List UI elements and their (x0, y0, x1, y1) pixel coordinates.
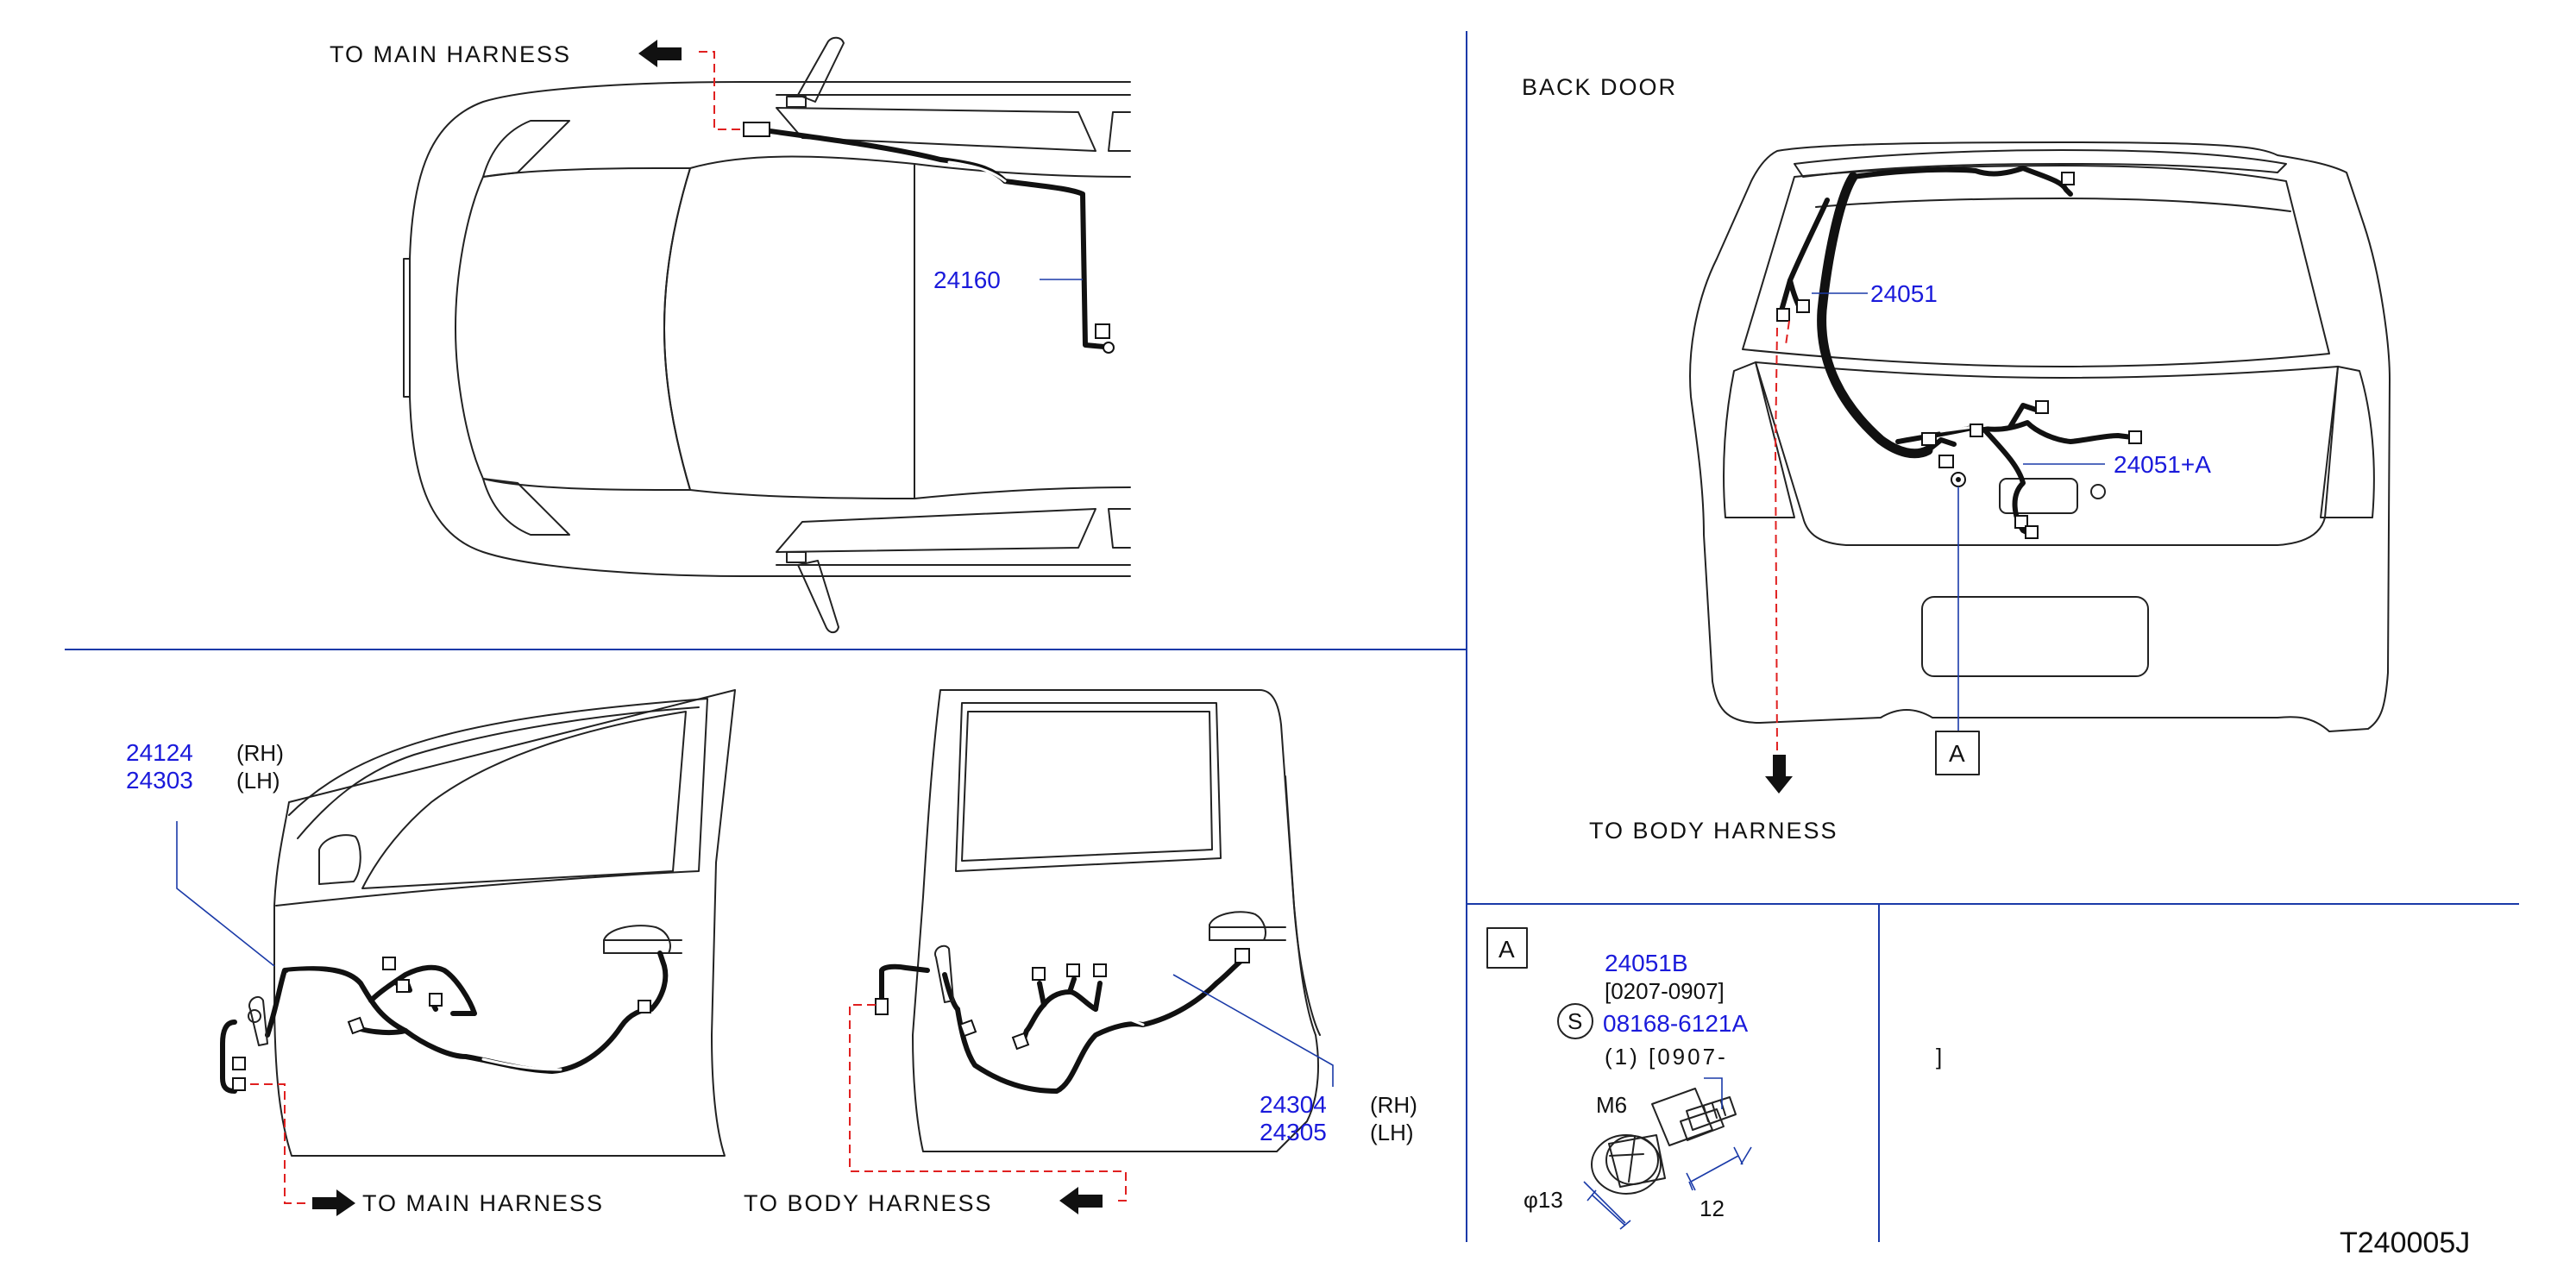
part-number-24305: 24305 (1260, 1119, 1327, 1145)
bolt-icon (1591, 1088, 1737, 1195)
detail-bracket-close: ] (1936, 1044, 1942, 1070)
part-number-24051-a: 24051+A (2114, 451, 2211, 478)
label-rh-rear: (RH) (1370, 1092, 1417, 1118)
part-number-24304: 24304 (1260, 1091, 1327, 1118)
label-to-main-harness-top: TO MAIN HARNESS (330, 41, 571, 67)
detail-date-range: [0207-0907] (1605, 978, 1725, 1004)
detail-length: 12 (1700, 1195, 1725, 1221)
label-to-body-harness-bottom: TO BODY HARNESS (744, 1190, 993, 1216)
detail-bolt-part: 08168-6121A (1603, 1010, 1748, 1037)
arrow-left-icon (1059, 1187, 1103, 1214)
detail-bolt-qty: (1) [0907- (1605, 1044, 1728, 1070)
arrow-left-icon (638, 40, 682, 67)
label-to-main-harness-bottom: TO MAIN HARNESS (362, 1190, 604, 1216)
detail-part-24051b: 24051B (1605, 950, 1688, 976)
label-to-body-harness-right: TO BODY HARNESS (1589, 818, 1838, 844)
arrow-down-icon (1765, 755, 1793, 794)
arrow-right-icon (312, 1189, 355, 1216)
label-rh-front: (RH) (236, 740, 284, 766)
part-number-24051: 24051 (1870, 280, 1938, 307)
diagram-code: T240005J (2340, 1227, 2470, 1259)
part-number-24160: 24160 (933, 267, 1001, 293)
part-number-24124: 24124 (126, 739, 193, 766)
detail-diameter: φ13 (1524, 1187, 1563, 1213)
detail-a-panel (1486, 927, 1752, 1230)
front-door-view (176, 689, 736, 1216)
label-back-door: BACK DOOR (1522, 74, 1677, 100)
car-top-view (403, 36, 1131, 634)
panel-dividers (65, 31, 2519, 1242)
label-lh-rear: (LH) (1370, 1120, 1414, 1145)
rear-door-view (849, 689, 1334, 1214)
label-lh-front: (LH) (236, 768, 280, 794)
detail-s-symbol: S (1568, 1008, 1582, 1034)
part-number-24303: 24303 (126, 767, 193, 794)
back-door-view (1689, 141, 2391, 794)
detail-bolt-size: M6 (1596, 1092, 1627, 1118)
detail-marker-a: A (1498, 936, 1515, 963)
callout-marker-a: A (1949, 740, 1965, 767)
